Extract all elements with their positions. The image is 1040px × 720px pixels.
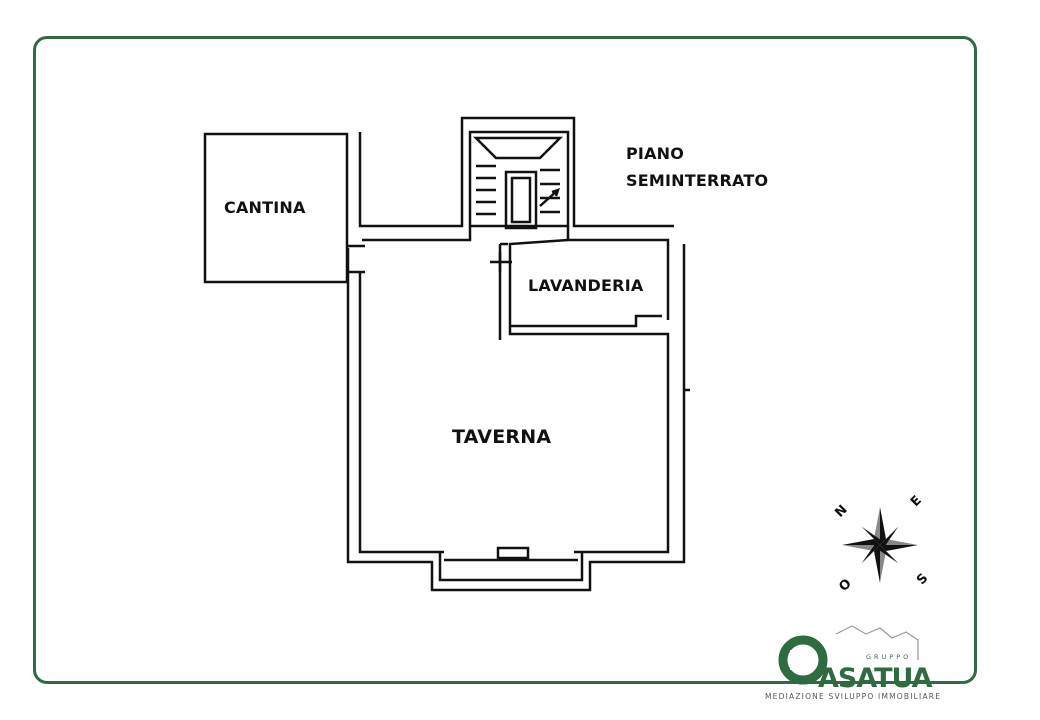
floor-title-line2: SEMINTERRATO [626, 171, 769, 190]
logo-tagline: MEDIAZIONE SVILUPPO IMMOBILIARE [765, 692, 942, 701]
taverna-outer-wall [346, 116, 686, 592]
cantina-room [203, 132, 349, 284]
stair-arrow [539, 188, 560, 207]
window-sill [496, 546, 530, 560]
room-label-lavanderia: LAVANDERIA [528, 276, 644, 295]
stair-core [510, 176, 532, 224]
stair-shaft [468, 130, 570, 228]
floor-title: PIANO SEMINTERRATO [626, 140, 768, 194]
logo-gruppo: GRUPPO [866, 653, 912, 661]
stair-well [504, 170, 538, 230]
corridor-walls [347, 244, 365, 274]
taverna-inner-wall [358, 226, 670, 554]
drawing-frame [33, 36, 977, 684]
door-mark [490, 252, 512, 272]
room-label-taverna: TAVERNA [452, 426, 552, 448]
floor-title-line1: PIANO [626, 144, 685, 163]
room-label-cantina: CANTINA [224, 198, 306, 217]
window-ledge [438, 552, 584, 582]
logo-name: ASATUA [818, 663, 933, 694]
